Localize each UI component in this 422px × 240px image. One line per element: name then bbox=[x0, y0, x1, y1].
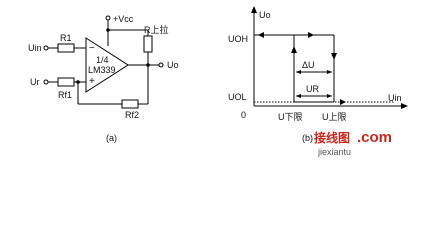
chip-label-name: LM339 bbox=[88, 65, 116, 75]
pullup-label: R上拉 bbox=[144, 24, 169, 35]
uol-label: UOL bbox=[228, 92, 247, 102]
rf2-label: Rf2 bbox=[125, 110, 139, 120]
upper-threshold-label: U上限 bbox=[322, 112, 347, 122]
ur-arrow-right bbox=[327, 94, 332, 98]
ur-span-label: UR bbox=[306, 84, 319, 94]
vcc-terminal bbox=[105, 15, 111, 21]
y-axis-label: Uo bbox=[259, 10, 271, 20]
watermark-url: jiexiantu bbox=[317, 147, 351, 157]
schmitt-trigger-figure: − + 1/4 LM339 +Vcc R上拉 Uo Uin R1 Ur Rf1 bbox=[28, 6, 408, 157]
circuit-caption: (a) bbox=[106, 133, 117, 143]
high-level-arrow-right bbox=[308, 32, 314, 38]
upper-edge-arrow bbox=[331, 53, 337, 60]
comparator-plus-sign: + bbox=[89, 76, 95, 87]
lower-edge-arrow bbox=[291, 46, 297, 53]
x-axis-arrow bbox=[401, 103, 408, 109]
watermark-com: .com bbox=[357, 129, 392, 146]
site-watermark: 接线图 .com jiexiantu bbox=[314, 129, 392, 157]
comparator-symbol bbox=[85, 37, 129, 93]
y-axis-arrow bbox=[251, 6, 257, 13]
ur-label: Ur bbox=[30, 77, 40, 87]
chip-label-fraction: 1/4 bbox=[96, 55, 109, 65]
rf1-resistor bbox=[57, 77, 75, 87]
vcc-junction-dot bbox=[106, 28, 110, 32]
hysteresis-graph: Uo Uin UOH UOL 0 ΔU UR U下限 U上限 (b) bbox=[228, 6, 408, 143]
high-level-arrow-left bbox=[258, 32, 264, 38]
delta-u-arrow-left bbox=[296, 70, 301, 74]
graph-caption: (b) bbox=[302, 133, 313, 143]
uoh-label: UOH bbox=[228, 34, 248, 44]
output-terminal bbox=[158, 62, 164, 68]
lower-threshold-label: U下限 bbox=[278, 112, 303, 122]
uin-terminal bbox=[43, 45, 49, 51]
delta-u-label: ΔU bbox=[302, 60, 315, 70]
delta-u-arrow-right bbox=[327, 70, 332, 74]
r1-resistor bbox=[57, 43, 75, 53]
origin-label: 0 bbox=[241, 110, 246, 120]
pullup-resistor bbox=[143, 35, 153, 53]
rf2-resistor bbox=[121, 99, 139, 109]
r1-label: R1 bbox=[60, 33, 72, 43]
rf1-label: Rf1 bbox=[58, 90, 72, 100]
low-level-arrow-right bbox=[340, 99, 346, 105]
watermark-cn: 接线图 bbox=[314, 130, 350, 145]
figure-svg: − + 1/4 LM339 +Vcc R上拉 Uo Uin R1 Ur Rf1 bbox=[28, 6, 408, 157]
output-label: Uo bbox=[167, 60, 179, 70]
vcc-label: +Vcc bbox=[113, 14, 134, 24]
uin-label: Uin bbox=[28, 43, 42, 53]
circuit-diagram: − + 1/4 LM339 +Vcc R上拉 Uo Uin R1 Ur Rf1 bbox=[28, 14, 179, 143]
ur-terminal bbox=[43, 79, 49, 85]
ur-arrow-left bbox=[296, 94, 301, 98]
comparator-minus-sign: − bbox=[89, 43, 95, 54]
x-axis-label: Uin bbox=[388, 93, 402, 103]
